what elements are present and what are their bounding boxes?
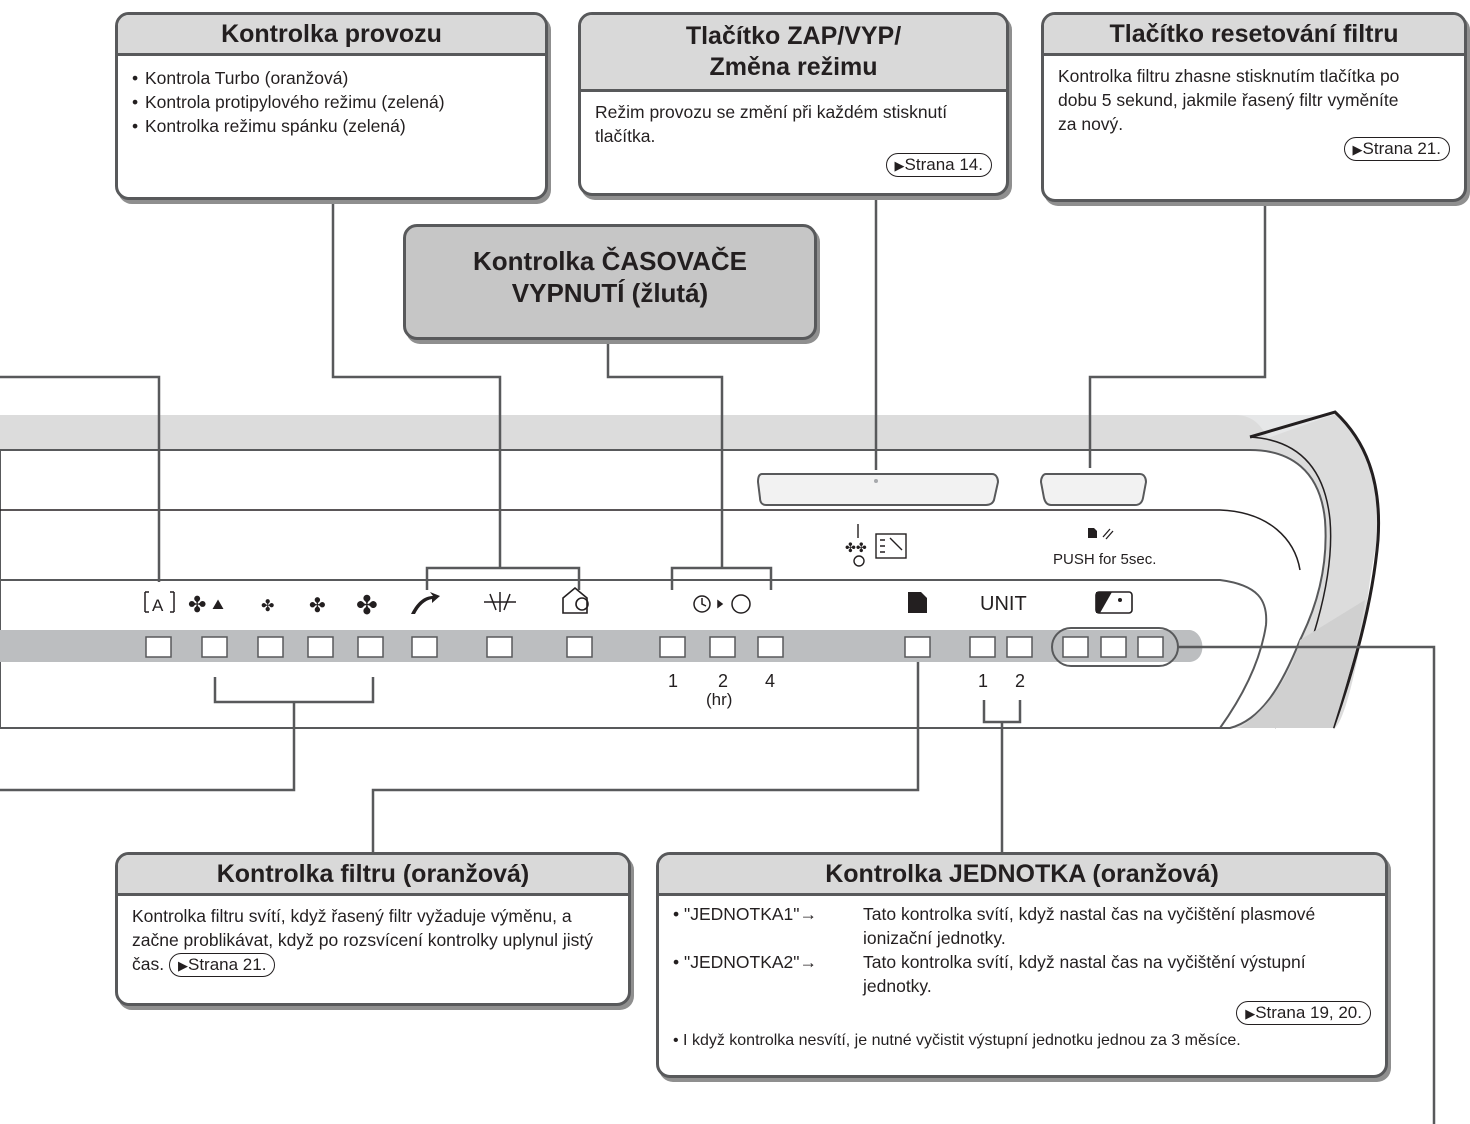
unit-callout: Kontrolka JEDNOTKA (oranžová) • "JEDNOTK… xyxy=(656,852,1388,1078)
filter-callout: Kontrolka filtru (oranžová) Kontrolka fi… xyxy=(115,852,631,1006)
lamp-humidity-3 xyxy=(1137,636,1164,658)
turbo-icon xyxy=(411,592,440,614)
line-timer-bracket xyxy=(670,566,773,590)
svg-text:✤✤: ✤✤ xyxy=(845,541,867,556)
filter-callout-text: Kontrolka filtru svítí, když řasený filt… xyxy=(132,906,594,974)
lamp-sleep-mode xyxy=(566,636,593,658)
lamp-unit-1 xyxy=(969,636,996,658)
line-filter-reset xyxy=(1088,202,1267,468)
power-button[interactable] xyxy=(756,473,1000,506)
line-humidity xyxy=(1178,645,1436,1124)
timer-callout-title-line2: VYPNUTÍ (žlutá) xyxy=(511,278,709,308)
fan-high-icon: ✤ xyxy=(356,591,378,621)
filter-icon xyxy=(908,592,927,613)
unit-number-2: 2 xyxy=(1015,671,1026,691)
panel-lower-face xyxy=(0,509,1301,571)
timer-callout: Kontrolka ČASOVAČE VYPNUTÍ (žlutá) xyxy=(403,224,817,340)
filter-reset-icon xyxy=(1088,528,1114,540)
line-fan xyxy=(0,702,296,792)
unit-label: UNIT xyxy=(980,593,1027,615)
timer-callout-title-line1: Kontrolka ČASOVAČE xyxy=(473,246,747,276)
filter-reset-callout-title: Tlačítko resetování filtru xyxy=(1044,15,1464,56)
panel-right-shade xyxy=(1240,600,1365,728)
filter-reset-callout: Tlačítko resetování filtru Kontrolka fil… xyxy=(1041,12,1467,202)
lamp-unit-2 xyxy=(1006,636,1033,658)
svg-text:✤: ✤ xyxy=(188,593,206,618)
auto-mode-icon: A xyxy=(144,591,175,615)
power-callout-title-line1: Tlačítko ZAP/VYP/ xyxy=(685,22,902,50)
filter-reset-button[interactable] xyxy=(1039,473,1148,506)
operation-item-sleep: Kontrolka režimu spánku (zelená) xyxy=(132,114,531,138)
lamp-humidity-1 xyxy=(1062,636,1089,658)
unit-row1-key: • "JEDNOTKA1"→ xyxy=(673,904,817,924)
power-page-ref[interactable]: ▶Strana 14. xyxy=(885,153,992,177)
lamp-fan-medium xyxy=(307,636,334,658)
timer-number-4: 4 xyxy=(765,671,776,691)
humidity-icon xyxy=(1095,591,1133,614)
svg-text:A: A xyxy=(152,596,164,615)
push-label: PUSH for 5sec. xyxy=(1053,551,1157,568)
unit-callout-note: I když kontrolka nesvítí, je nutné vyčis… xyxy=(683,1032,1241,1049)
lamp-turbo xyxy=(411,636,438,658)
timer-off-icon xyxy=(693,594,751,614)
line-auto xyxy=(0,375,161,582)
timer-number-1: 1 xyxy=(668,671,679,691)
power-callout: Tlačítko ZAP/VYP/ Změna režimu Režim pro… xyxy=(578,12,1009,196)
filter-page-ref[interactable]: ▶Strana 21. xyxy=(168,953,276,977)
lamp-dust xyxy=(486,636,513,658)
lamp-fan-low xyxy=(257,636,284,658)
unit-callout-title: Kontrolka JEDNOTKA (oranžová) xyxy=(659,855,1385,896)
unit-row1-text: Tato kontrolka svítí, když nastal čas na… xyxy=(863,904,1316,948)
filter-callout-title: Kontrolka filtru (oranžová) xyxy=(118,855,628,896)
power-callout-text: Režim provozu se změní při každém stiskn… xyxy=(595,102,948,146)
unit-row2-key: • "JEDNOTKA2"→ xyxy=(673,952,817,972)
lamp-timer-4 xyxy=(757,636,784,658)
operation-item-dust: Kontrola protipylového režimu (zelená) xyxy=(132,90,531,114)
lamp-auto xyxy=(145,636,172,658)
line-filter xyxy=(371,662,920,852)
lamp-filter xyxy=(904,636,931,658)
panel-front-outline xyxy=(0,579,1268,729)
lamp-fan-high xyxy=(357,636,384,658)
unit-number-1: 1 xyxy=(978,671,989,691)
power-mode-icon: ✤✤ xyxy=(845,524,907,567)
unit-row2-text: Tato kontrolka svítí, když nastal čas na… xyxy=(863,952,1306,996)
timer-number-2: 2 xyxy=(718,671,729,691)
panel-right-curve xyxy=(1249,410,1381,729)
filter-reset-page-ref[interactable]: ▶Strana 21. xyxy=(1343,137,1450,161)
sleep-fan-icon: ✤ ⯅ xyxy=(188,593,226,618)
operation-callout: Kontrolka provozu Kontrola Turbo (oranžo… xyxy=(115,12,548,200)
timer-unit-label: (hr) xyxy=(706,690,733,709)
fan-low-icon: ✤ xyxy=(261,596,274,615)
lamp-timer-2 xyxy=(709,636,736,658)
lamp-timer-1 xyxy=(659,636,686,658)
lamp-humidity-2 xyxy=(1100,636,1127,658)
dust-mode-icon xyxy=(484,592,516,612)
svg-text:⯅: ⯅ xyxy=(210,593,226,617)
lamp-sleep-fan xyxy=(201,636,228,658)
sleep-mode-icon xyxy=(562,586,589,614)
line-timer xyxy=(606,340,724,568)
line-operation xyxy=(331,200,502,568)
unit-page-ref[interactable]: ▶Strana 19, 20. xyxy=(1236,1001,1371,1025)
operation-item-turbo: Kontrola Turbo (oranžová) xyxy=(132,66,531,90)
operation-callout-title: Kontrolka provozu xyxy=(118,15,545,56)
filter-reset-callout-text: Kontrolka filtru zhasne stisknutím tlačí… xyxy=(1058,66,1400,134)
fan-medium-icon: ✤ xyxy=(309,593,326,617)
power-callout-title-line2: Změna režimu xyxy=(709,53,878,81)
line-operation-bracket xyxy=(425,566,581,590)
